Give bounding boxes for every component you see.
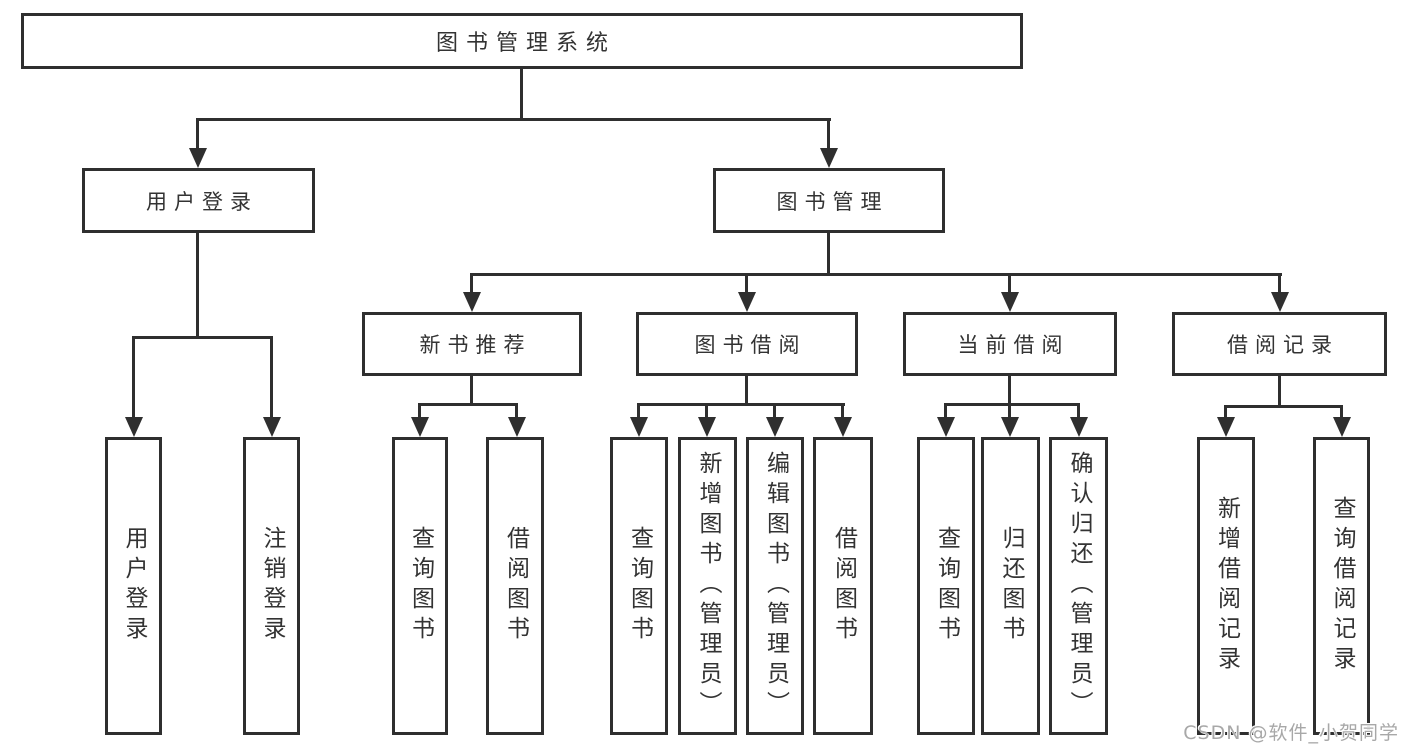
node-borrowing-records: 借阅记录 (1172, 312, 1387, 376)
node-root-label: 图书管理系统 (435, 31, 616, 56)
node-user-login: 用户登录 (82, 168, 315, 233)
arrowhead-down-icon (698, 417, 716, 437)
arrowhead-down-icon (1001, 417, 1019, 437)
connector-line (841, 403, 844, 419)
connector-line (418, 403, 421, 419)
arrowhead-down-icon (1070, 417, 1088, 437)
leaf-borrow-books: 借阅图书 (813, 437, 873, 735)
leaf-add-borrow-record-label: 新增借阅记录 (1213, 496, 1240, 676)
arrowhead-down-icon (463, 292, 481, 312)
leaf-logout: 注销登录 (243, 437, 300, 735)
connector-line (196, 118, 831, 121)
connector-line (944, 403, 947, 419)
connector-line (270, 336, 273, 419)
arrowhead-down-icon (125, 417, 143, 437)
connector-line (1224, 405, 1227, 419)
leaf-borrow-books-recommend-label: 借阅图书 (502, 526, 529, 646)
node-new-book-recommendation-label: 新书推荐 (419, 333, 532, 357)
arrowhead-down-icon (1001, 292, 1019, 312)
connector-line (637, 403, 845, 406)
leaf-borrow-books-recommend: 借阅图书 (486, 437, 544, 735)
leaf-add-books-admin: 新增图书（管理员） (678, 437, 737, 735)
connector-line (520, 69, 523, 118)
node-current-borrowing-label: 当前借阅 (957, 333, 1070, 357)
leaf-return-books: 归还图书 (981, 437, 1040, 735)
leaf-query-books-current: 查询图书 (917, 437, 975, 735)
connector-line (132, 336, 273, 339)
leaf-confirm-return-admin-label: 确认归还（管理员） (1066, 451, 1092, 721)
arrowhead-down-icon (1333, 417, 1351, 437)
arrowhead-down-icon (411, 417, 429, 437)
connector-line (1278, 376, 1281, 405)
arrowhead-down-icon (820, 148, 838, 168)
connector-line (705, 403, 708, 419)
arrowhead-down-icon (766, 417, 784, 437)
connector-line (196, 118, 199, 150)
leaf-confirm-return-admin: 确认归还（管理员） (1049, 437, 1108, 735)
leaf-query-books-current-label: 查询图书 (933, 526, 960, 646)
connector-line (1008, 273, 1011, 294)
arrowhead-down-icon (834, 417, 852, 437)
node-new-book-recommendation: 新书推荐 (362, 312, 582, 376)
node-book-management: 图书管理 (713, 168, 945, 233)
node-user-login-label: 用户登录 (146, 189, 258, 214)
connector-line (944, 403, 1080, 406)
connector-line (1340, 405, 1343, 419)
connector-line (132, 336, 135, 419)
connector-line (1077, 403, 1080, 419)
leaf-add-borrow-record: 新增借阅记录 (1197, 437, 1255, 735)
connector-line (470, 273, 473, 294)
arrowhead-down-icon (263, 417, 281, 437)
connector-line (515, 403, 518, 419)
leaf-return-books-label: 归还图书 (998, 526, 1024, 646)
connector-line (1278, 273, 1281, 294)
node-book-borrowing-label: 图书借阅 (694, 333, 807, 357)
leaf-query-borrow-record-label: 查询借阅记录 (1329, 496, 1355, 676)
connector-line (745, 376, 748, 403)
node-root: 图书管理系统 (21, 13, 1023, 69)
connector-line (470, 376, 473, 403)
leaf-query-books-recommend-label: 查询图书 (407, 526, 434, 646)
leaf-query-books-recommend: 查询图书 (392, 437, 448, 735)
leaf-edit-books-admin: 编辑图书（管理员） (746, 437, 804, 735)
leaf-query-books-borrowing-label: 查询图书 (626, 526, 653, 646)
connector-line (773, 403, 776, 419)
connector-line (1224, 405, 1343, 408)
arrowhead-down-icon (1217, 417, 1235, 437)
arrowhead-down-icon (508, 417, 526, 437)
arrowhead-down-icon (1271, 292, 1289, 312)
node-book-borrowing: 图书借阅 (636, 312, 858, 376)
leaf-borrow-books-label: 借阅图书 (830, 526, 857, 646)
node-borrowing-records-label: 借阅记录 (1227, 333, 1339, 357)
leaf-user-login-label: 用户登录 (121, 526, 147, 646)
leaf-query-borrow-record: 查询借阅记录 (1313, 437, 1370, 735)
connector-line (1008, 403, 1011, 419)
arrowhead-down-icon (738, 292, 756, 312)
arrowhead-down-icon (630, 417, 648, 437)
connector-line (196, 233, 199, 336)
connector-line (827, 233, 830, 273)
arrowhead-down-icon (189, 148, 207, 168)
connector-line (745, 273, 748, 294)
connector-line (637, 403, 640, 419)
connector-line (418, 403, 518, 406)
leaf-user-login: 用户登录 (105, 437, 162, 735)
csdn-watermark: CSDN @软件_小贺同学 (1183, 722, 1399, 744)
leaf-add-books-admin-label: 新增图书（管理员） (695, 451, 721, 721)
node-current-borrowing: 当前借阅 (903, 312, 1117, 376)
node-book-management-label: 图书管理 (776, 189, 889, 214)
leaf-query-books-borrowing: 查询图书 (610, 437, 668, 735)
connector-line (1008, 376, 1011, 403)
connector-line (470, 273, 1282, 276)
connector-line (827, 118, 830, 150)
arrowhead-down-icon (937, 417, 955, 437)
leaf-edit-books-admin-label: 编辑图书（管理员） (762, 451, 789, 721)
leaf-logout-label: 注销登录 (259, 526, 285, 646)
